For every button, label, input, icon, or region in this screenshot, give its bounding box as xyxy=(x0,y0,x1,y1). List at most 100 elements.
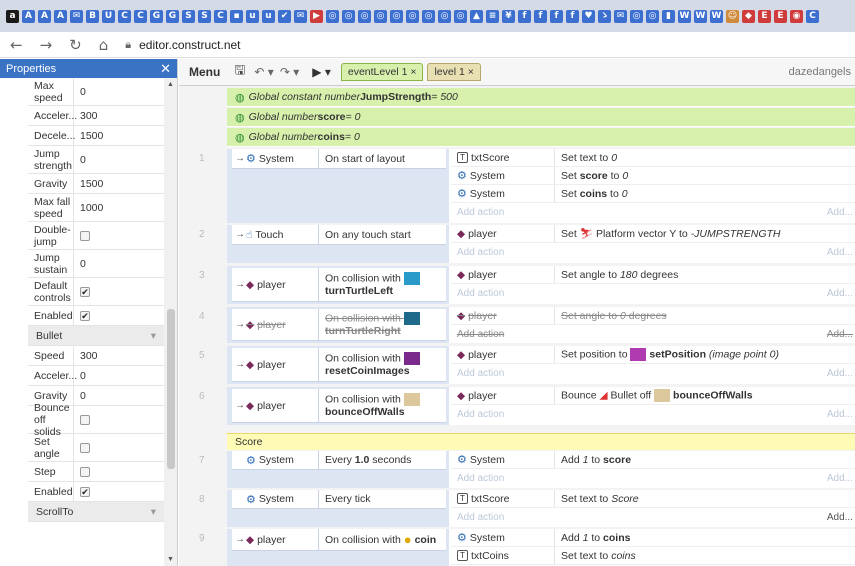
property-row[interactable]: Default controls✔ xyxy=(28,278,164,306)
bookmark-g-icon[interactable]: ◎ xyxy=(390,9,403,23)
add-link[interactable]: Add... xyxy=(826,367,853,379)
add-action-link[interactable]: Add action xyxy=(457,472,505,484)
bookmark-m-icon[interactable]: ▪ xyxy=(230,9,243,23)
tab-event-level[interactable]: eventLevel 1 × xyxy=(340,63,424,81)
property-section[interactable]: ScrollTo▾ xyxy=(28,502,164,522)
property-row[interactable]: Step xyxy=(28,462,164,482)
property-row[interactable]: Acceler...300 xyxy=(28,106,164,126)
global-variable[interactable]: ◍Global number coins = 0 xyxy=(227,128,855,147)
save-icon[interactable]: 🖫 xyxy=(234,62,246,77)
bookmark-u-icon[interactable]: u xyxy=(262,9,275,23)
add-action-link[interactable]: Add action xyxy=(457,287,505,299)
bookmark-g-icon[interactable]: G xyxy=(166,9,179,23)
bookmark-g-icon[interactable]: ◎ xyxy=(454,9,467,23)
property-row[interactable]: Bounce off solids xyxy=(28,402,164,438)
bookmark-wp-icon[interactable]: W xyxy=(710,9,723,23)
reload-icon[interactable]: ↻ xyxy=(69,35,82,54)
bookmark-g-icon[interactable]: ◎ xyxy=(438,9,451,23)
undo-icon[interactable]: ↶ ▾ xyxy=(254,65,274,79)
bookmark-mail-icon[interactable]: ✉ xyxy=(294,9,307,23)
bookmark-c-icon[interactable]: C xyxy=(134,9,147,23)
property-checkbox[interactable]: ✔ xyxy=(80,486,90,497)
bookmark-fb-icon[interactable]: f xyxy=(566,9,579,23)
bookmark-amazon-icon[interactable]: a xyxy=(6,9,19,23)
bookmark-shield-icon[interactable]: ◆ xyxy=(742,9,755,23)
bookmark-v-icon[interactable]: ✔ xyxy=(278,9,291,23)
user-name[interactable]: dazedangels xyxy=(788,66,851,78)
property-value[interactable]: 300 xyxy=(80,109,98,122)
property-checkbox[interactable]: ✔ xyxy=(80,310,90,321)
bookmark-tw-icon[interactable]: ♥ xyxy=(582,9,595,23)
property-value[interactable]: 1000 xyxy=(80,201,104,214)
property-row[interactable]: Decele...1500 xyxy=(28,126,164,146)
bookmark-mail-icon[interactable]: ✉ xyxy=(614,9,627,23)
bookmark-bug-icon[interactable]: ◉ xyxy=(790,9,803,23)
property-checkbox[interactable] xyxy=(74,434,164,461)
property-row[interactable]: Double-jump xyxy=(28,222,164,250)
bookmark-g-icon[interactable]: ◎ xyxy=(374,9,387,23)
add-link[interactable]: Add... xyxy=(826,206,853,218)
bookmark-s-icon[interactable]: S xyxy=(198,9,211,23)
bookmark-sa-icon[interactable]: S xyxy=(182,9,195,23)
bookmark-u-icon[interactable]: U xyxy=(102,9,115,23)
play-icon[interactable]: ▶ ▾ xyxy=(312,65,331,79)
property-value[interactable]: 300 xyxy=(80,349,98,362)
condition[interactable]: → ⚙System On start of layout xyxy=(232,149,446,169)
home-icon[interactable]: ⌂ xyxy=(98,35,109,54)
global-variable[interactable]: ◍Global number score = 0 xyxy=(227,108,855,127)
property-checkbox[interactable] xyxy=(74,406,164,433)
bookmark-bi-icon[interactable]: B xyxy=(86,9,99,23)
bookmark-doc-icon[interactable]: ≡ xyxy=(486,9,499,23)
property-row[interactable]: Enabled✔ xyxy=(28,306,164,326)
global-variable[interactable]: ◍Global constant number JumpStrength = 5… xyxy=(227,88,855,107)
scroll-down-icon[interactable]: ▼ xyxy=(167,556,174,563)
bookmark-u-icon[interactable]: u xyxy=(246,9,259,23)
tab-level[interactable]: level 1 × xyxy=(427,63,481,81)
property-row[interactable]: Enabled✔ xyxy=(28,482,164,502)
add-action-link[interactable]: Add action xyxy=(457,328,505,340)
property-checkbox[interactable] xyxy=(74,462,164,481)
add-link[interactable]: Add... xyxy=(826,472,853,484)
scroll-up-icon[interactable]: ▲ xyxy=(167,81,174,88)
bookmark-c-icon[interactable]: C xyxy=(806,9,819,23)
property-value[interactable]: 0 xyxy=(80,257,86,270)
bookmark-ad-icon[interactable]: A xyxy=(54,9,67,23)
scrollbar-thumb[interactable] xyxy=(167,309,175,469)
property-value[interactable]: 1500 xyxy=(80,177,104,190)
back-icon[interactable]: ← xyxy=(10,35,23,54)
bookmark-drive-icon[interactable]: ▲ xyxy=(470,9,483,23)
property-value[interactable]: 0 xyxy=(80,389,86,402)
bookmark-g-icon[interactable]: ◎ xyxy=(358,9,371,23)
menu-button[interactable]: Menu xyxy=(189,65,221,79)
bookmark-fb-icon[interactable]: f xyxy=(518,9,531,23)
collapse-icon[interactable]: ▾ xyxy=(150,505,156,518)
condition-block[interactable]: → ◆player On collision with turnTurtleLe… xyxy=(227,266,451,304)
bookmark-g-icon[interactable]: ◎ xyxy=(630,9,643,23)
property-section[interactable]: Bullet▾ xyxy=(28,326,164,346)
bookmark-x-icon[interactable]: ゝ xyxy=(598,9,611,23)
add-link[interactable]: Add... xyxy=(826,511,853,523)
add-link[interactable]: Add... xyxy=(826,287,853,299)
property-checkbox[interactable]: ✔ xyxy=(80,286,90,297)
bookmark-e-icon[interactable]: E xyxy=(758,9,771,23)
bookmark-g-icon[interactable]: ◎ xyxy=(646,9,659,23)
bookmark-g-icon[interactable]: ◎ xyxy=(422,9,435,23)
event-group[interactable]: Score xyxy=(227,433,855,450)
property-row[interactable]: Acceler...0 xyxy=(28,366,164,386)
condition[interactable]: → ◆player On collision with turnTurtleLe… xyxy=(232,268,446,302)
add-link[interactable]: Add... xyxy=(826,328,853,340)
bookmark-g-icon[interactable]: ◎ xyxy=(342,9,355,23)
condition-block[interactable]: → ⚙System On start of layout xyxy=(227,149,451,223)
add-link[interactable]: Add... xyxy=(826,408,853,420)
bookmark-c-icon[interactable]: C xyxy=(214,9,227,23)
